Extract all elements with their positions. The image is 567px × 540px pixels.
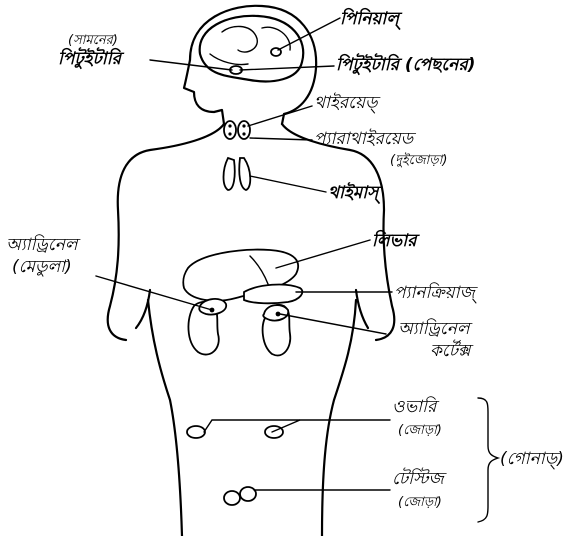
label-pituitary-back: পিটুইটারি (পেছনের) <box>336 53 475 75</box>
label-gonad: (গোনাড্) <box>500 449 564 470</box>
thyroid-gland <box>224 121 250 139</box>
left-kidney <box>188 299 226 355</box>
testes-organ <box>224 487 256 505</box>
thymus-gland <box>224 158 251 190</box>
leader-ovary <box>204 420 300 432</box>
label-adrenal-medulla-1: অ্যাড্রিনেল <box>6 234 81 255</box>
leader-pineal <box>278 18 340 50</box>
pancreas-organ <box>244 285 302 304</box>
label-pituitary-front-2: পিটুইটারি <box>58 47 125 69</box>
leader-pituitary-front <box>150 60 232 70</box>
leader-adrenal-cortex <box>280 314 386 334</box>
right-kidney <box>263 305 291 356</box>
label-liver: লিভার <box>372 229 420 251</box>
gonad-brace <box>478 398 498 522</box>
label-parathyroid: প্যারাথাইরয়েড <box>314 128 417 149</box>
label-thymus: থাইমাস্ <box>328 182 382 205</box>
label-adrenal-medulla-2: (মেডুলা) <box>12 257 72 277</box>
label-ovary-sub: (জোড়া) <box>398 423 442 438</box>
label-adrenal-cortex-1: অ্যাড্রিনেল <box>398 318 473 339</box>
brain <box>200 16 304 82</box>
leader-pituitary-back <box>240 66 334 70</box>
label-thyroid: থাইরয়েড্ <box>314 92 381 114</box>
label-parathyroid-sub: (দুইজোড়া) <box>390 152 447 169</box>
label-ovary: ওভারি <box>392 396 440 417</box>
label-testes-sub: (জোড়া) <box>398 495 442 510</box>
label-adrenal-cortex-2: কর্টেক্স <box>430 339 474 361</box>
leader-thymus <box>250 176 326 192</box>
label-pituitary-front-1: (সামনের) <box>68 33 118 48</box>
label-pancreas: প্যানক্রিয়াজ্ <box>394 282 479 304</box>
label-pineal: পিনিয়াল্ <box>340 7 403 31</box>
label-testes: টেস্টিজ <box>392 467 447 489</box>
leader-thyroid <box>248 106 312 126</box>
left-ovary <box>187 426 205 438</box>
